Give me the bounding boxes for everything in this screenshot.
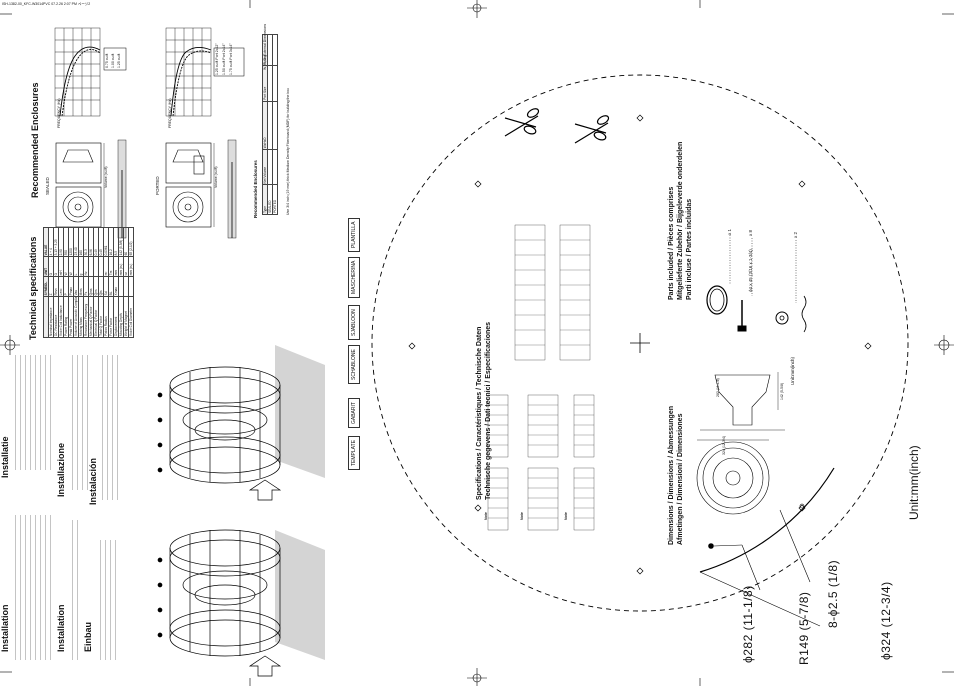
installation-drawing-1 [157, 345, 325, 501]
enc-row-ported: PORTED [273, 34, 278, 214]
parts-title-1: Parts included / Pièces comprises [668, 186, 675, 300]
tech-spec-row: Voice Coil Diameter mm (in.)65 (2-1/2) [129, 226, 134, 337]
template-label-nl: SJABLOON [348, 305, 360, 340]
response-chart-ported [165, 27, 245, 117]
template-dia-inner: ϕ282 (11-1/8) [741, 585, 755, 663]
template-dia-outer: ϕ324 (12-3/4) [879, 581, 893, 660]
specs-title-2: Technische gegevens / Dati tecnici / Esp… [485, 321, 492, 500]
enclosure-ported [165, 139, 237, 239]
template-label-en: TEMPLATE [348, 435, 360, 470]
template-holes: 8-ϕ2.5 (1/8) [826, 559, 840, 628]
dim-top: 142 (5-5/8) [780, 382, 784, 400]
specs-note-label: Note [484, 512, 488, 520]
scissors-icon-2 [574, 115, 610, 144]
tech-spec-cell: mm (in.) [129, 256, 134, 277]
dims-note: W, H, D: External Dimensions [263, 23, 267, 70]
parts-title-2: Mitgelieferte Zubehör / Bijgeleverde ond… [677, 141, 684, 300]
template-label-es: PLANTILLA [348, 217, 360, 252]
tech-spec-cell: Voice Coil Diameter [129, 296, 134, 337]
legend-ported-0: 1.25 cu.ft Port 2x12" [215, 43, 219, 75]
dimensions-title-2: Afmetingen / Dimensioni / Dimensiones [677, 413, 684, 545]
installation-text-block-5 [72, 355, 90, 490]
installation-title-it: Installazione [56, 442, 66, 497]
parts-icons [706, 285, 807, 333]
part-screw-label: ϕ4 x 45 (3/16 x 1-3/4) [748, 249, 753, 292]
installation-text-block-3 [100, 540, 118, 660]
chart-xlabel-ported: FREQUENCY (Hz) [168, 98, 172, 129]
sealed-label: SEALED [45, 177, 50, 195]
tech-spec-title: Technical specifications [28, 236, 38, 340]
enclosures-title: Recommended Enclosures [30, 82, 40, 198]
legend-ported-1: 1.50 cu.ft Port 2x14" [222, 43, 226, 75]
volume-label-sealed: Volume (cu.ft) [104, 166, 108, 188]
installation-text-block [15, 515, 55, 660]
dim-main: 282 (11-1/8) [716, 378, 720, 397]
dimension-drawing [696, 372, 785, 515]
legend-sealed-2: 1.25 cu.ft [117, 53, 121, 68]
spec-tables [487, 224, 595, 531]
template-leaders [699, 503, 821, 627]
legend-sealed-1: 1.00 cu.ft [111, 53, 115, 68]
template-circle [371, 74, 909, 612]
tech-spec-cell: 65 (2-1/2) [129, 226, 134, 257]
parts-title-3: Parti incluse / Partes incluidas [686, 198, 693, 300]
template-radius: R149 (5-7/8) [797, 591, 811, 665]
legend-sealed-0: 0.75 cu.ft [105, 53, 109, 68]
template-label-de: SCHABLONE [348, 345, 360, 384]
enclosure-table-title: Recommended Enclosures [253, 160, 258, 218]
part-cable-qty: x 2 [793, 231, 798, 238]
volume-label-ported: Volume (cu.ft) [214, 166, 218, 188]
installation-title-de: Einbau [83, 621, 93, 652]
part-gasket-qty: x 1 [727, 228, 732, 235]
installation-text-block-2 [72, 520, 82, 660]
dim-outer: 324 (12-3/4) [722, 435, 726, 455]
installation-title-en: Installation [0, 604, 10, 652]
installation-text-block-4 [15, 355, 55, 470]
enc-row-ported-type: PORTED [273, 184, 278, 214]
installation-title-fr: Installation [56, 604, 66, 652]
file-info: ISH-1382-00_KFC-W3014PVC 07.2.26 2:07 PM… [2, 2, 91, 6]
specs-note-label-2: Note [520, 512, 524, 520]
installation-title-nl: Installatie [0, 436, 10, 478]
template-label-fr: GABARIT [348, 398, 360, 428]
template-label-it: MASCHERINA [348, 256, 360, 298]
parts-leaders [729, 235, 797, 303]
tech-spec-cell [129, 276, 134, 297]
installation-text-block-6 [102, 355, 120, 500]
chart-xlabel-sealed: FREQUENCY (Hz) [57, 98, 61, 129]
specs-title-1: Specifications / Caractéristiques / Tech… [476, 326, 483, 500]
scissors-icon [504, 108, 540, 137]
response-chart-sealed [54, 27, 127, 117]
dimensions-title-1: Dimensions / Dimensions / Abmessungen [668, 406, 675, 545]
part-screw-qty: x 8 [748, 229, 753, 236]
template-unit: Unit:mm(inch) [907, 445, 921, 520]
specs-note-label-3: Note [564, 512, 568, 520]
installation-drawing-2 [157, 529, 325, 677]
ported-label: PORTED [155, 176, 160, 195]
dimensions-unit: Unit:mm(inch) [790, 356, 795, 385]
enclosure-footnote: Use 3/4 inch (19 mm) thick Medium Densit… [286, 87, 290, 215]
enclosure-sealed [55, 139, 127, 239]
legend-ported-2: 1.75 cu.ft Port 3x14" [229, 43, 233, 75]
